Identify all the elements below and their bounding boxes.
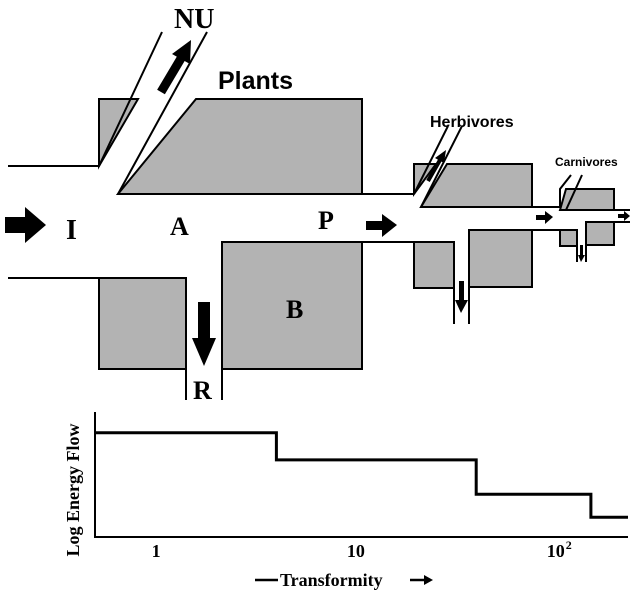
y-axis-label: Log Energy Flow	[63, 424, 83, 557]
input-label: I	[66, 215, 77, 246]
x-axis-title-arrow	[410, 575, 433, 585]
respiration-arrow	[192, 302, 216, 366]
biomass-label: B	[286, 295, 303, 324]
herbivores-lower-left-box	[413, 241, 455, 289]
herbivores-label: Herbivores	[430, 114, 514, 131]
herbivores-upper-box	[419, 163, 533, 208]
input-arrow	[5, 207, 46, 243]
herbivores-output-arrow	[536, 211, 553, 224]
energy-flow-series	[96, 431, 628, 519]
carnivores-lower-left-box	[559, 229, 578, 247]
herbivores-nu-right-line	[419, 125, 560, 208]
nu-channel-right-line	[116, 31, 414, 195]
x-tick-superscript: 2	[566, 538, 572, 552]
herbivores-lower-box	[468, 229, 533, 288]
absorbed-label: A	[170, 212, 189, 241]
carnivores-label: Carnivores	[555, 155, 618, 169]
x-tick-label: 10	[547, 541, 565, 561]
herbivores-not-used-arrow	[426, 150, 446, 182]
channel-bottom-left-line	[8, 277, 187, 400]
carnivores-compartment	[558, 174, 630, 262]
not-used-arrow	[157, 40, 191, 95]
channel-bottom-right-line	[221, 241, 414, 400]
x-axis-title: Transformity	[255, 570, 433, 590]
herbivores-respiration-arrow	[455, 281, 468, 313]
herbivores-compartment	[413, 125, 560, 324]
channel-top-line	[8, 31, 163, 167]
x-axis-label: Transformity	[280, 570, 383, 590]
plants-upper-left-box	[98, 98, 140, 170]
plants-compartment	[5, 31, 414, 400]
carnivores-lower-right-outline	[585, 221, 630, 262]
respiration-label: R	[193, 376, 212, 405]
x-tick-label: 10	[347, 541, 365, 561]
herbivores-bottom-right-line	[468, 229, 560, 324]
carnivores-lower-box	[585, 221, 615, 246]
carnivores-upper-outline	[559, 174, 572, 207]
production-label: P	[318, 206, 334, 235]
herbivores-upper-left-box	[413, 163, 438, 198]
plants-upper-box	[115, 98, 363, 195]
herbivores-nu-left-line	[413, 125, 449, 195]
carnivores-respiration-arrow	[578, 245, 585, 262]
plants-label: Plants	[218, 67, 293, 95]
not-used-label: NU	[174, 4, 214, 35]
plants-lower-left-box	[98, 277, 187, 370]
carnivores-lower-outline	[560, 229, 578, 262]
x-tick-label: 1	[152, 541, 161, 561]
carnivores-output-arrow	[618, 211, 630, 221]
production-arrow	[366, 214, 397, 237]
carnivores-nu-right-line	[564, 174, 630, 211]
